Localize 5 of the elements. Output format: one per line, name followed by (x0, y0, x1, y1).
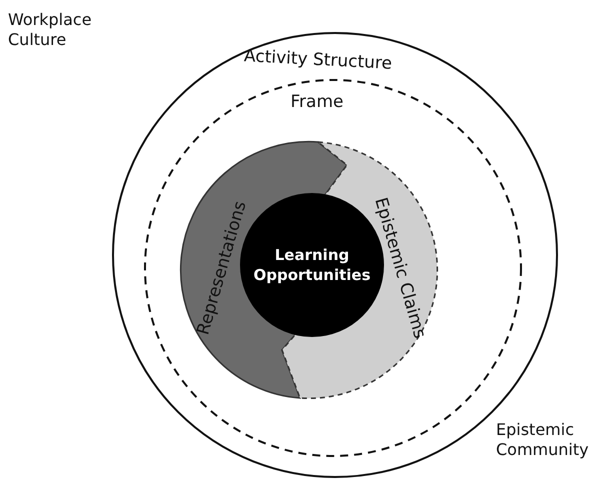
outside-label: Epistemic Community (496, 420, 590, 460)
ring-label: Activity Structure (244, 46, 392, 74)
center-label: Learning Opportunities (252, 244, 372, 286)
outside-label: Workplace Culture (8, 10, 93, 50)
ring-label: Frame (290, 92, 344, 112)
